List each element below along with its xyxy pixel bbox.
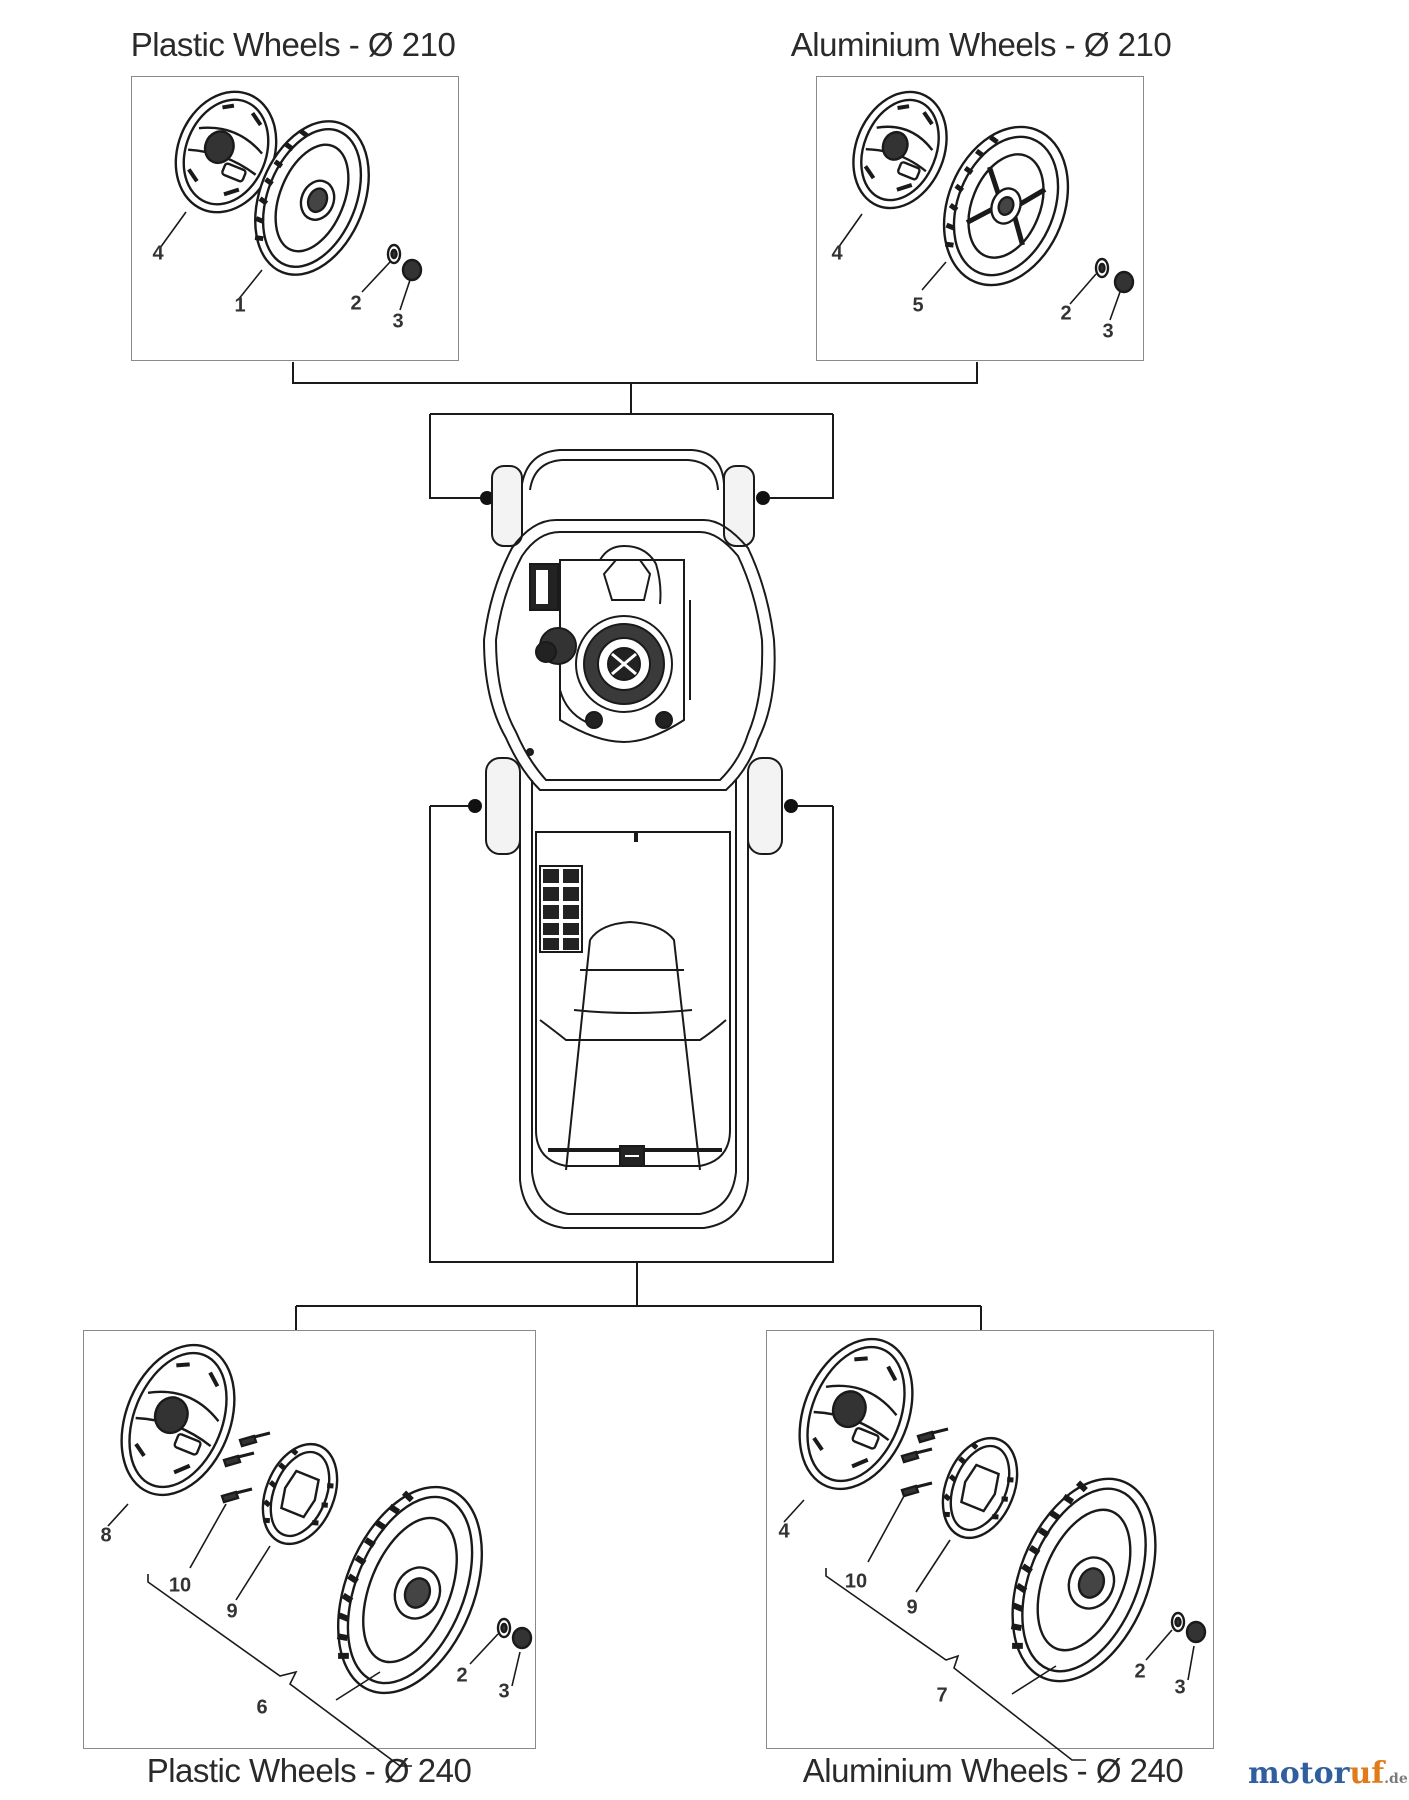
panel-title-aluminium-210: Aluminium Wheels - Ø 210 [790, 26, 1172, 63]
parts-aluminium-210 [837, 90, 1135, 321]
screws [220, 1431, 271, 1504]
hubcap-part [120, 1343, 236, 1497]
hub-insert-part [261, 1442, 339, 1546]
callout-6: 6 [256, 1696, 268, 1719]
callout-3: 3 [392, 310, 404, 333]
callout-2: 2 [1060, 302, 1072, 325]
hubcap-part [798, 1337, 914, 1491]
panel-aluminium-240 [766, 1330, 1214, 1749]
callout-4: 4 [778, 1520, 790, 1543]
callout-10: 10 [844, 1570, 868, 1593]
panel-title-aluminium-240: Aluminium Wheels - Ø 240 [802, 1752, 1184, 1789]
connector-dots [468, 491, 798, 813]
hubcap-part [852, 90, 948, 210]
alu-wheel-part [942, 125, 1070, 287]
callout-7: 7 [936, 1684, 948, 1707]
callout-1: 1 [234, 294, 246, 317]
panel-aluminium-210 [816, 76, 1144, 361]
parts-aluminium-240 [783, 1337, 1207, 1761]
callout-2: 2 [456, 1664, 468, 1687]
hub-insert-part [941, 1436, 1019, 1540]
callout-2: 2 [350, 292, 362, 315]
tyre-part [254, 120, 370, 276]
alu-wheel-part [1010, 1477, 1157, 1683]
callout-3: 3 [1174, 1676, 1186, 1699]
tyre-part [336, 1485, 484, 1695]
callout-8: 8 [100, 1524, 112, 1547]
motoruf-logo: motoruf.de [1248, 1756, 1408, 1791]
callout-4: 4 [152, 242, 164, 265]
callout-3: 3 [498, 1680, 510, 1703]
callout-2: 2 [1134, 1660, 1146, 1683]
lawnmower-top-view [482, 449, 783, 1229]
callout-3: 3 [1102, 320, 1114, 343]
panel-title-plastic-240: Plastic Wheels - Ø 240 [146, 1752, 472, 1789]
callout-9: 9 [906, 1596, 918, 1619]
panel-title-plastic-210: Plastic Wheels - Ø 210 [130, 26, 456, 63]
screws [900, 1427, 949, 1498]
callout-4: 4 [831, 242, 843, 265]
panel-plastic-240 [83, 1330, 536, 1749]
callout-9: 9 [226, 1600, 238, 1623]
connector-lines [292, 362, 982, 1330]
parts-plastic-240 [107, 1343, 533, 1767]
callout-10: 10 [168, 1574, 192, 1597]
hubcap-part [174, 90, 278, 214]
parts-plastic-210 [159, 90, 423, 311]
callout-5: 5 [912, 294, 924, 317]
panel-plastic-210 [131, 76, 459, 361]
